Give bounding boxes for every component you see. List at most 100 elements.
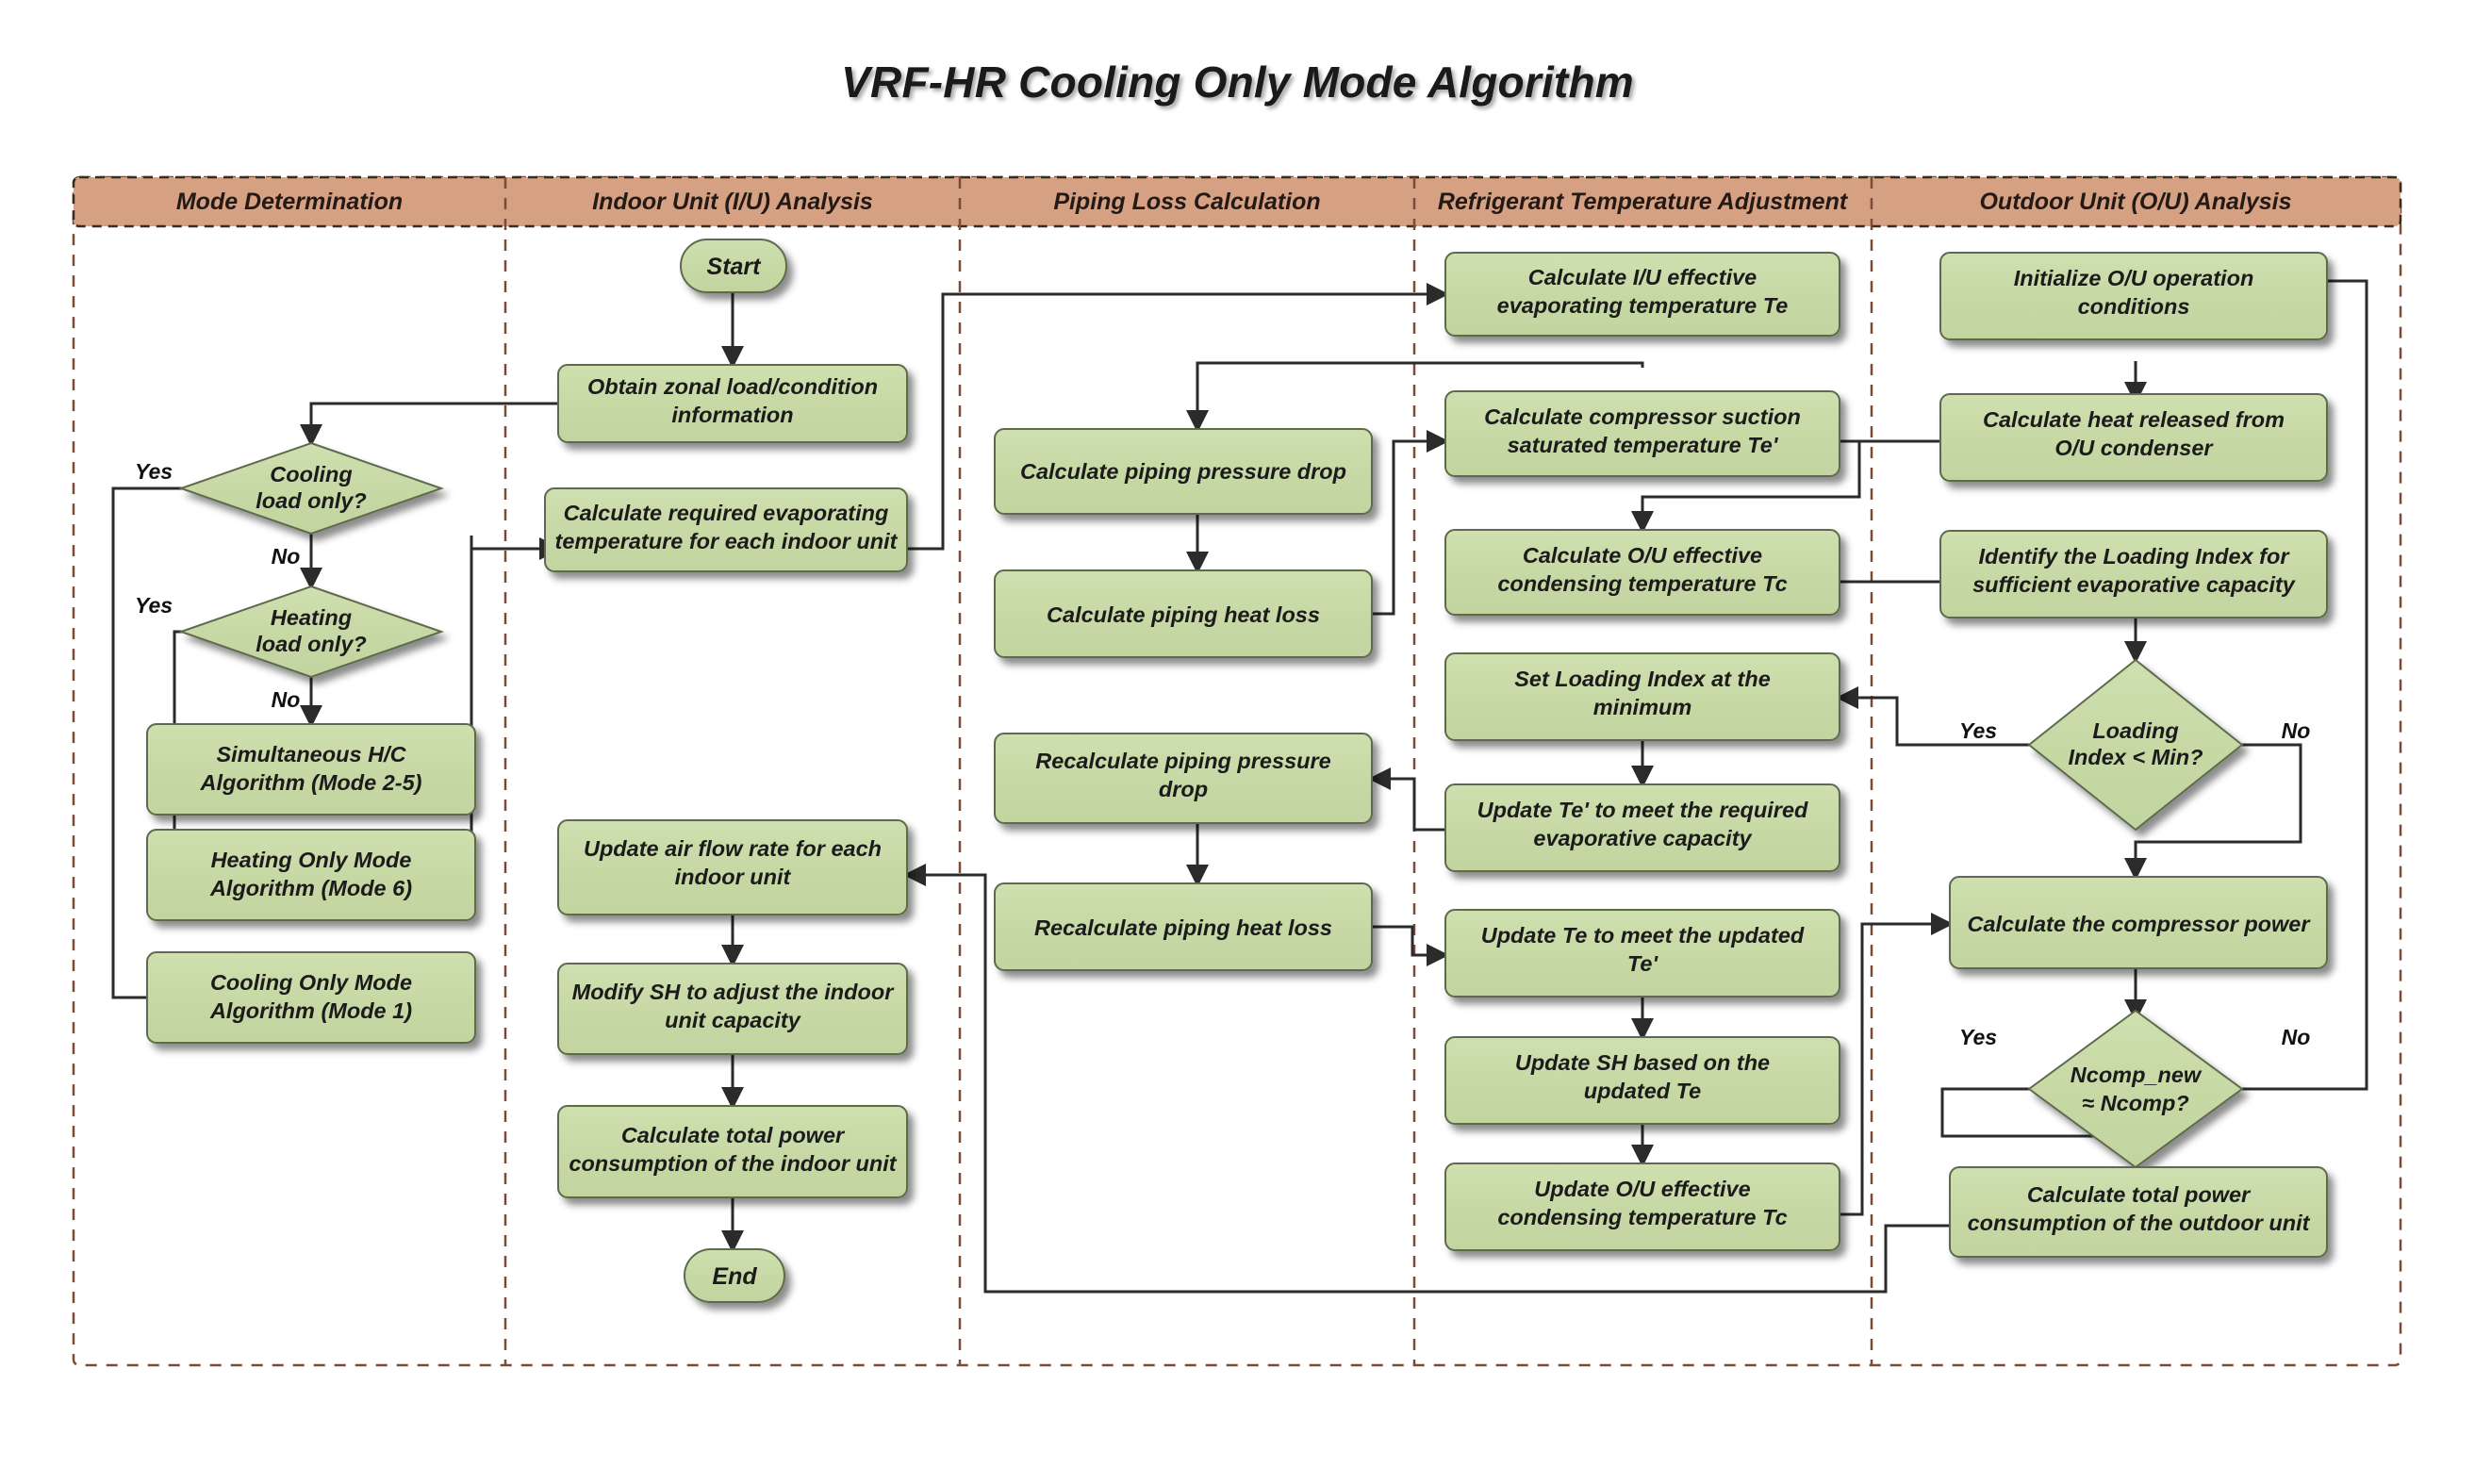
node-setli-line2: minimum: [1593, 695, 1691, 719]
node-start-label: Start: [707, 254, 763, 280]
node-updtep-line2: evaporative capacity: [1533, 826, 1753, 850]
edge-label-heating-yes: Yes: [135, 593, 173, 618]
node-recalculate-piping-heat-loss[interactable]: [994, 882, 1373, 971]
node-heating-q-line1: Heating: [271, 605, 352, 630]
node-repheat-line1: Recalculate piping heat loss: [1034, 915, 1332, 940]
edge-label-li-no: No: [2282, 718, 2311, 743]
lane-label-mode: Mode Determination: [176, 189, 403, 215]
node-coolonly-line2: Algorithm (Mode 1): [209, 998, 412, 1023]
node-calculate-piping-pressure-drop[interactable]: [994, 428, 1373, 515]
node-cooling-only-mode[interactable]: [146, 951, 476, 1044]
node-zonal-line1: Obtain zonal load/condition: [587, 374, 878, 399]
edge-zonal-to-cooling-q: [300, 402, 558, 447]
node-iupower-line1: Calculate total power: [621, 1123, 846, 1147]
node-heatonly-line2: Algorithm (Mode 6): [209, 876, 412, 900]
node-heatonly-line1: Heating Only Mode: [211, 848, 412, 872]
node-outdoor-total-power[interactable]: [1949, 1166, 2328, 1258]
node-iu-effective-evaporating-temp[interactable]: [1444, 252, 1840, 337]
lane-header-bar: [72, 175, 2402, 228]
node-calculate-compressor-power[interactable]: [1949, 876, 2328, 969]
node-loading-index-min-decision[interactable]: [2027, 658, 2244, 832]
edge-label-cooling-yes: Yes: [135, 459, 173, 484]
node-comppow-line1: Calculate the compressor power: [1967, 912, 2311, 936]
node-oupower-line1: Calculate total power: [2027, 1182, 2252, 1207]
node-iupower-line2: consumption of the indoor unit: [569, 1151, 897, 1176]
edge-updtc-to-comppow: [1840, 913, 1954, 1216]
node-ncompq-line2: ≈ Ncomp?: [2082, 1091, 2188, 1115]
node-update-air-flow-rate[interactable]: [557, 819, 908, 915]
node-cooling-q-line2: load only?: [256, 488, 367, 513]
node-update-tep-evaporative-capacity[interactable]: [1444, 783, 1840, 872]
node-updsh-line1: Update SH based on the: [1515, 1050, 1770, 1075]
node-end[interactable]: [684, 1248, 785, 1303]
node-obtain-zonal-load[interactable]: [557, 364, 908, 443]
node-reqevap-line2: temperature for each indoor unit: [555, 529, 899, 553]
edge-reqevap-to-iu-te: [907, 283, 1449, 551]
edge-label-li-yes: Yes: [1959, 718, 1997, 743]
node-end-label: End: [712, 1263, 757, 1290]
edge-liq-yes-to-setli: [1836, 686, 2037, 747]
node-update-sh-updated-te[interactable]: [1444, 1036, 1840, 1125]
node-recalculate-piping-pressure-drop[interactable]: [994, 733, 1373, 824]
node-update-ou-condensing-temp[interactable]: [1444, 1162, 1840, 1251]
node-initialize-ou-conditions[interactable]: [1939, 252, 2328, 340]
node-heating-load-only-decision[interactable]: [177, 585, 445, 679]
node-simul-line1: Simultaneous H/C: [216, 742, 406, 767]
node-repdrop-line2: drop: [1159, 777, 1208, 801]
edge-comp-tep-to-ou-tc: [1631, 439, 1861, 534]
node-set-loading-index-min[interactable]: [1444, 652, 1840, 741]
edge-label-ncomp-yes: Yes: [1959, 1025, 1997, 1049]
lane-label-refrig: Refrigerant Temperature Adjustment: [1438, 189, 1849, 215]
node-update-te-to-updated-tep[interactable]: [1444, 909, 1840, 998]
edge-repheat-to-updte: [1372, 925, 1449, 966]
edge-liq-no-to-comppow: [2124, 743, 2302, 881]
node-airflow-line2: indoor unit: [675, 865, 792, 889]
node-ncomp-decision[interactable]: [2027, 1009, 2244, 1169]
node-heatrel-line1: Calculate heat released from: [1983, 407, 2285, 432]
node-liq-line2: Index < Min?: [2069, 745, 2203, 769]
node-reqevap-line1: Calculate required evaporating: [564, 501, 889, 525]
node-pdrop-line1: Calculate piping pressure drop: [1020, 459, 1346, 484]
node-heat-released-ou-condenser[interactable]: [1939, 393, 2328, 482]
node-updte-line1: Update Te to meet the updated: [1481, 923, 1805, 948]
node-indoor-total-power[interactable]: [557, 1105, 908, 1198]
node-calculate-piping-heat-loss[interactable]: [994, 569, 1373, 658]
lane-label-iu: Indoor Unit (I/U) Analysis: [592, 189, 873, 215]
node-ncompq-line1: Ncomp_new: [2071, 1063, 2203, 1087]
node-identify-loading-index[interactable]: [1939, 530, 2328, 618]
edge-updtep-to-repdrop: [1368, 767, 1445, 832]
lane-label-ou: Outdoor Unit (O/U) Analysis: [1979, 189, 2291, 215]
node-initou-line1: Initialize O/U operation: [2014, 266, 2254, 290]
node-updtc-line1: Update O/U effective: [1534, 1177, 1750, 1201]
node-start[interactable]: [680, 239, 787, 293]
node-updsh-line2: updated Te: [1584, 1079, 1701, 1103]
node-compressor-suction-temp[interactable]: [1444, 390, 1840, 477]
node-heatrel-line2: O/U condenser: [2054, 436, 2214, 460]
node-required-evaporating-temp[interactable]: [544, 487, 908, 572]
node-identli-line1: Identify the Loading Index for: [1979, 544, 2291, 569]
node-modify-sh[interactable]: [557, 963, 908, 1055]
node-heating-q-line2: load only?: [256, 632, 367, 656]
node-liq-line1: Loading: [2092, 718, 2178, 743]
node-comptep-line2: saturated temperature Te': [1508, 433, 1779, 457]
node-comptep-line1: Calculate compressor suction: [1484, 404, 1801, 429]
node-cooling-load-only-decision[interactable]: [177, 441, 445, 536]
node-identli-line2: sufficient evaporative capacity: [1972, 572, 2297, 597]
edge-iu-te-to-pdrop: [1186, 361, 1644, 433]
node-outc-line1: Calculate O/U effective: [1523, 543, 1762, 568]
node-ou-effective-condensing-temp[interactable]: [1444, 529, 1840, 616]
node-simul-line2: Algorithm (Mode 2-5): [200, 770, 422, 795]
node-oupower-line2: consumption of the outdoor unit: [1968, 1211, 2311, 1235]
node-initou-line2: conditions: [2078, 294, 2190, 319]
node-modsh-line1: Modify SH to adjust the indoor: [572, 980, 896, 1004]
edge-label-ncomp-no: No: [2282, 1025, 2311, 1049]
node-cooling-q-line1: Cooling: [270, 462, 352, 486]
node-coolonly-line1: Cooling Only Mode: [210, 970, 412, 995]
page-title: VRF-HR Cooling Only Mode Algorithm: [841, 58, 1634, 107]
node-simultaneous-hc[interactable]: [146, 723, 476, 816]
node-airflow-line1: Update air flow rate for each: [584, 836, 882, 861]
node-heating-only-mode[interactable]: [146, 829, 476, 921]
edge-pheat-to-comp-tep: [1372, 430, 1449, 616]
